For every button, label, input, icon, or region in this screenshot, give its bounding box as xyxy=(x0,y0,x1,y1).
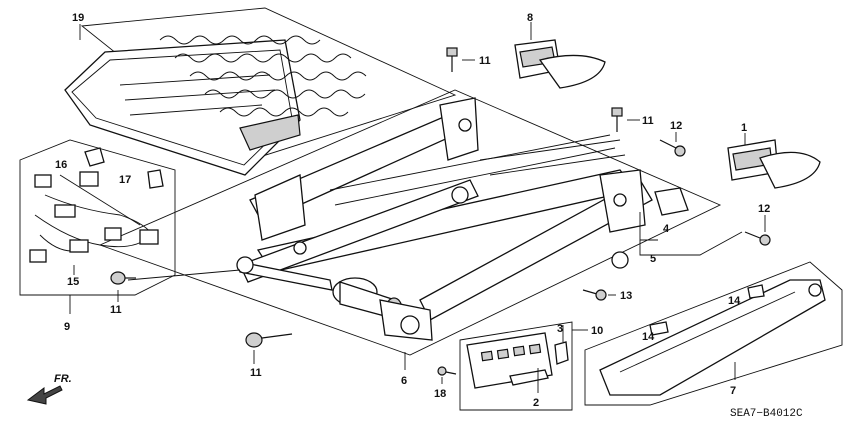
cover-8 xyxy=(514,22,606,89)
side-cover-7 xyxy=(584,261,843,406)
bolt-11-bottom xyxy=(245,332,293,364)
bolt-11-top xyxy=(446,47,475,72)
bolt-11-right xyxy=(611,107,640,132)
callout-11-bottom: 11 xyxy=(250,367,262,379)
callout-12-upper: 12 xyxy=(670,120,682,132)
seat-adjuster-frame xyxy=(98,89,722,356)
diagram-code: SEA7−B4012C xyxy=(730,408,803,420)
callout-14-lower: 14 xyxy=(642,331,655,343)
harness-clip-16 xyxy=(84,147,105,167)
callout-9: 9 xyxy=(64,321,70,333)
callout-16: 16 xyxy=(55,159,67,171)
callout-6: 6 xyxy=(401,375,407,387)
callout-2: 2 xyxy=(533,397,539,409)
bolt-13 xyxy=(582,289,616,301)
callout-14-upper: 14 xyxy=(728,295,741,307)
callout-11-right: 11 xyxy=(642,115,654,127)
callout-4: 4 xyxy=(663,223,670,235)
front-direction-arrow: FR. xyxy=(26,373,72,405)
callout-17: 17 xyxy=(119,174,131,186)
callout-11-left: 11 xyxy=(110,304,122,316)
leader-lines xyxy=(69,24,539,393)
callout-15: 15 xyxy=(67,276,79,288)
callout-13: 13 xyxy=(620,290,632,302)
callout-11-top: 11 xyxy=(479,55,491,67)
callout-1: 1 xyxy=(741,122,747,134)
callout-12-lower: 12 xyxy=(758,203,770,215)
bolt-12-lower xyxy=(744,215,771,246)
harness-clip-17 xyxy=(147,169,164,189)
bracket-4 xyxy=(639,187,743,256)
callout-labels: 19 8 11 11 12 1 16 17 12 4 5 15 13 14 11… xyxy=(55,12,770,409)
bolt-11-left xyxy=(110,271,136,302)
screw-18 xyxy=(437,366,457,384)
callout-10: 10 xyxy=(591,325,603,337)
seat-wire-harness xyxy=(19,139,176,296)
callout-8: 8 xyxy=(527,12,533,24)
seat-cushion-spring-frame xyxy=(64,7,457,176)
switch-assembly-10 xyxy=(459,321,588,411)
cover-1 xyxy=(727,133,821,189)
callout-7: 7 xyxy=(730,385,736,397)
callout-18: 18 xyxy=(434,388,446,400)
callout-19: 19 xyxy=(72,12,84,24)
callout-5: 5 xyxy=(650,253,656,265)
bolt-12-upper xyxy=(659,132,686,157)
front-direction-label: FR. xyxy=(54,373,72,385)
callout-3: 3 xyxy=(557,323,563,335)
